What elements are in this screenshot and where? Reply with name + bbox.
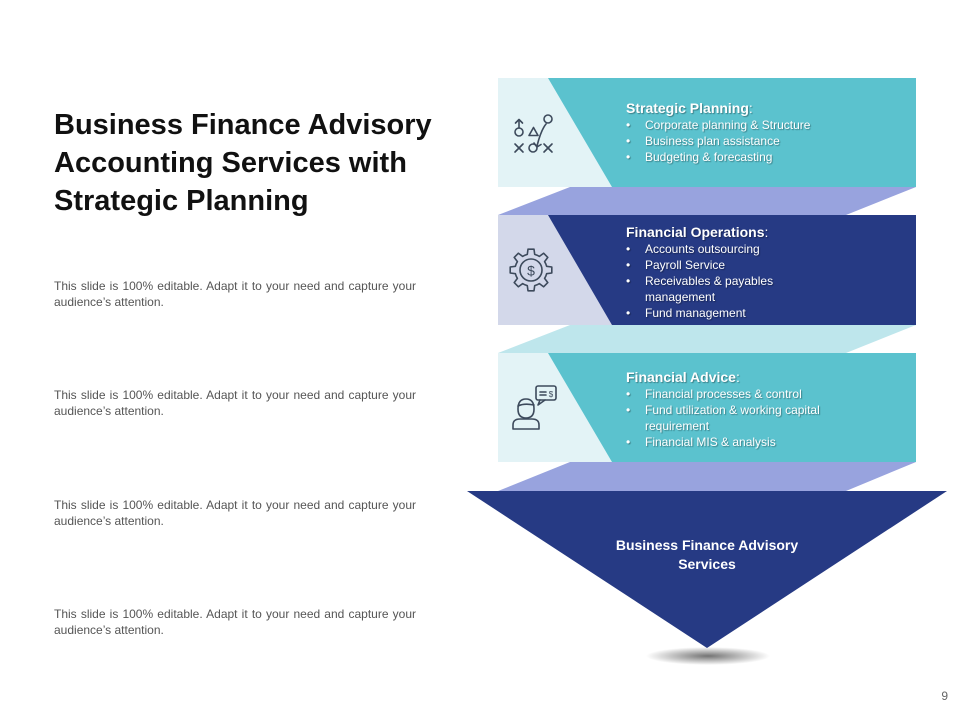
- svg-text:$: $: [549, 390, 554, 399]
- funnel-triangle: [467, 491, 947, 648]
- description-text-2: This slide is 100% editable. Adapt it to…: [54, 388, 416, 418]
- list-item: Business plan assistance: [626, 133, 906, 149]
- description-text-4: This slide is 100% editable. Adapt it to…: [54, 607, 416, 637]
- dollar-gear-icon: $: [509, 248, 553, 292]
- panel-1-heading-colon: :: [748, 100, 753, 116]
- panel-3-list: Financial processes & control Fund utili…: [626, 386, 866, 450]
- list-item: Corporate planning & Structure: [626, 117, 906, 133]
- panel-2-heading: Financial Operations:: [626, 223, 846, 241]
- svg-text:$: $: [527, 263, 535, 279]
- list-item: Budgeting & forecasting: [626, 149, 906, 165]
- panel-3-heading: Financial Advice:: [626, 368, 866, 386]
- description-text-1: This slide is 100% editable. Adapt it to…: [54, 279, 416, 309]
- list-item: Payroll Service: [626, 257, 846, 273]
- list-item: Accounts outsourcing: [626, 241, 846, 257]
- funnel-label: Business Finance Advisory Services: [615, 537, 799, 572]
- list-item: Fund utilization & working capital requi…: [626, 402, 855, 434]
- connector-band-2: [498, 325, 916, 353]
- panel-3-heading-text: Financial Advice: [626, 369, 736, 385]
- panel-2-heading-text: Financial Operations: [626, 224, 765, 240]
- panel-2-text: Financial Operations: Accounts outsourci…: [626, 223, 846, 321]
- panel-3-text: Financial Advice: Financial processes & …: [626, 368, 866, 450]
- strategy-icon: [514, 114, 553, 153]
- triangle-shadow: [646, 647, 770, 665]
- panel-3-heading-colon: :: [735, 369, 740, 385]
- slide-title: Business Finance Advisory Accounting Ser…: [54, 109, 432, 217]
- list-item: Receivables & payables management: [626, 273, 795, 305]
- panel-1-text: Strategic Planning: Corporate planning &…: [626, 99, 906, 165]
- panel-1-heading-text: Strategic Planning: [626, 100, 749, 116]
- page-number: 9: [941, 689, 948, 703]
- panel-2-heading-colon: :: [764, 224, 769, 240]
- panel-2-list: Accounts outsourcing Payroll Service Rec…: [626, 241, 846, 321]
- connector-band-1: [498, 187, 916, 215]
- description-text-3: This slide is 100% editable. Adapt it to…: [54, 498, 416, 528]
- panel-1-heading: Strategic Planning:: [626, 99, 906, 117]
- list-item: Financial processes & control: [626, 386, 866, 402]
- panel-1-list: Corporate planning & Structure Business …: [626, 117, 906, 165]
- connector-band-3: [498, 462, 916, 491]
- list-item: Financial MIS & analysis: [626, 434, 866, 450]
- list-item: Fund management: [626, 305, 846, 321]
- advisor-icon: $: [512, 385, 557, 430]
